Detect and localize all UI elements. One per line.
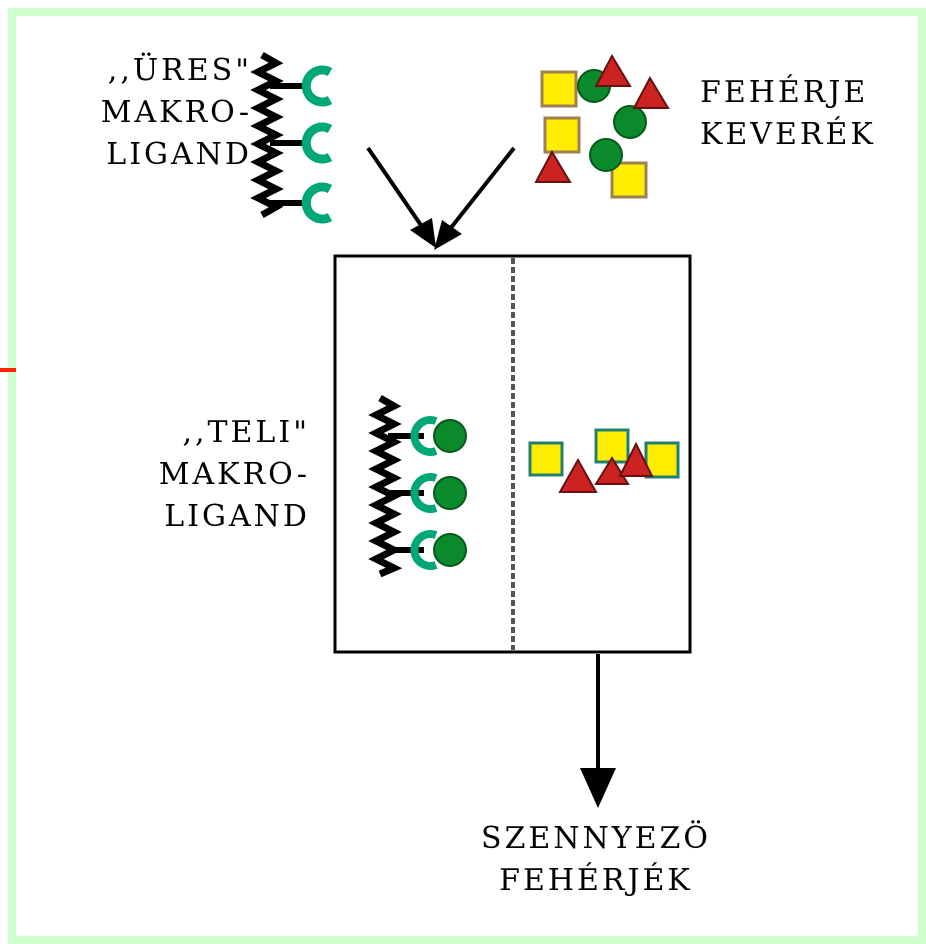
contaminant-proteins-label: SZENNYEZÖ FEHÉRJÉK <box>456 818 736 902</box>
arrow-from-ligand <box>366 146 429 236</box>
protein-mixture-label: FEHÉRJE KEVERÉK <box>700 72 876 156</box>
full-macroligand-label: ,,TELI" MAKRO- LIGAND <box>110 412 310 538</box>
empty-macroligand-icon <box>250 51 333 224</box>
contaminant-proteins-line-2: FEHÉRJÉK <box>499 863 693 898</box>
contaminant-proteins-line-1: SZENNYEZÖ <box>481 821 711 856</box>
arrow-from-mixture <box>444 146 516 236</box>
empty-macroligand-line-2: MAKRO- <box>100 95 252 130</box>
empty-macroligand-label: ,,ÜRES" MAKRO- LIGAND <box>40 50 252 176</box>
protein-mixture-icon <box>534 53 670 199</box>
full-macroligand-line-3: LIGAND <box>164 499 310 534</box>
contaminant-proteins-icon <box>528 428 680 493</box>
arrowhead-left <box>410 218 436 248</box>
empty-macroligand-line-1: ,,ÜRES" <box>107 53 252 88</box>
protein-mixture-line-1: FEHÉRJE <box>700 75 869 110</box>
arrowhead-right <box>434 220 462 250</box>
full-macroligand-line-1: ,,TELI" <box>182 415 310 450</box>
empty-macroligand-line-3: LIGAND <box>106 137 252 172</box>
outlet-arrowhead <box>580 768 616 808</box>
full-macroligand-icon <box>368 394 467 578</box>
protein-mixture-line-2: KEVERÉK <box>700 117 876 152</box>
full-macroligand-line-2: MAKRO- <box>158 457 310 492</box>
